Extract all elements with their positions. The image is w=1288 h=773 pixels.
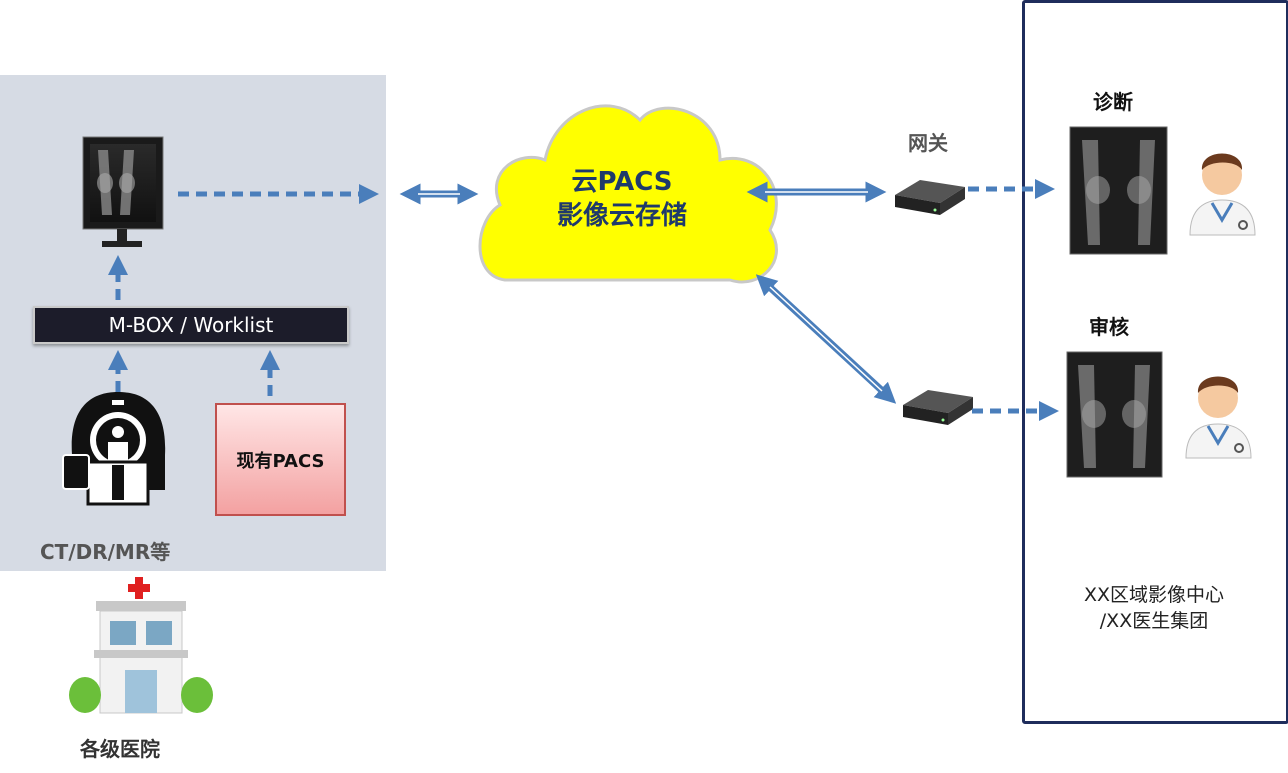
hospital-building-icon bbox=[69, 577, 213, 714]
ct-scanner-icon bbox=[62, 392, 166, 506]
gateway-device-icon bbox=[895, 180, 965, 215]
center-name-line1: XX区域影像中心 bbox=[1083, 584, 1225, 606]
doctor-2-icon bbox=[1185, 376, 1252, 459]
xray-film-icon bbox=[1069, 126, 1168, 255]
cloud-subtitle: 影像云存储 bbox=[556, 201, 687, 231]
review-label: 审核 bbox=[1089, 315, 1129, 339]
diagnosis-label: 诊断 bbox=[1093, 90, 1133, 114]
cloud-storage-icon bbox=[478, 104, 778, 284]
existing-pacs-box: 现有PACS bbox=[215, 403, 346, 516]
hospital-label: 各级医院 bbox=[80, 737, 160, 761]
center-name: XX区域影像中心 /XX医生集团 bbox=[1025, 582, 1283, 634]
center-name-line2: /XX医生集团 bbox=[1099, 610, 1209, 632]
mbox-worklist-box: M-BOX / Worklist bbox=[33, 306, 349, 344]
xray-film-2-icon bbox=[1066, 351, 1163, 478]
monitor-icon bbox=[82, 136, 164, 247]
gateway-label: 网关 bbox=[908, 131, 948, 155]
gateway-device-2-icon bbox=[903, 390, 973, 425]
modality-label: CT/DR/MR等 bbox=[40, 540, 171, 564]
cloud-title: 云PACS bbox=[571, 167, 673, 197]
doctor-icon bbox=[1189, 153, 1256, 236]
cloud-label: 云PACS 影像云存储 bbox=[488, 165, 756, 233]
